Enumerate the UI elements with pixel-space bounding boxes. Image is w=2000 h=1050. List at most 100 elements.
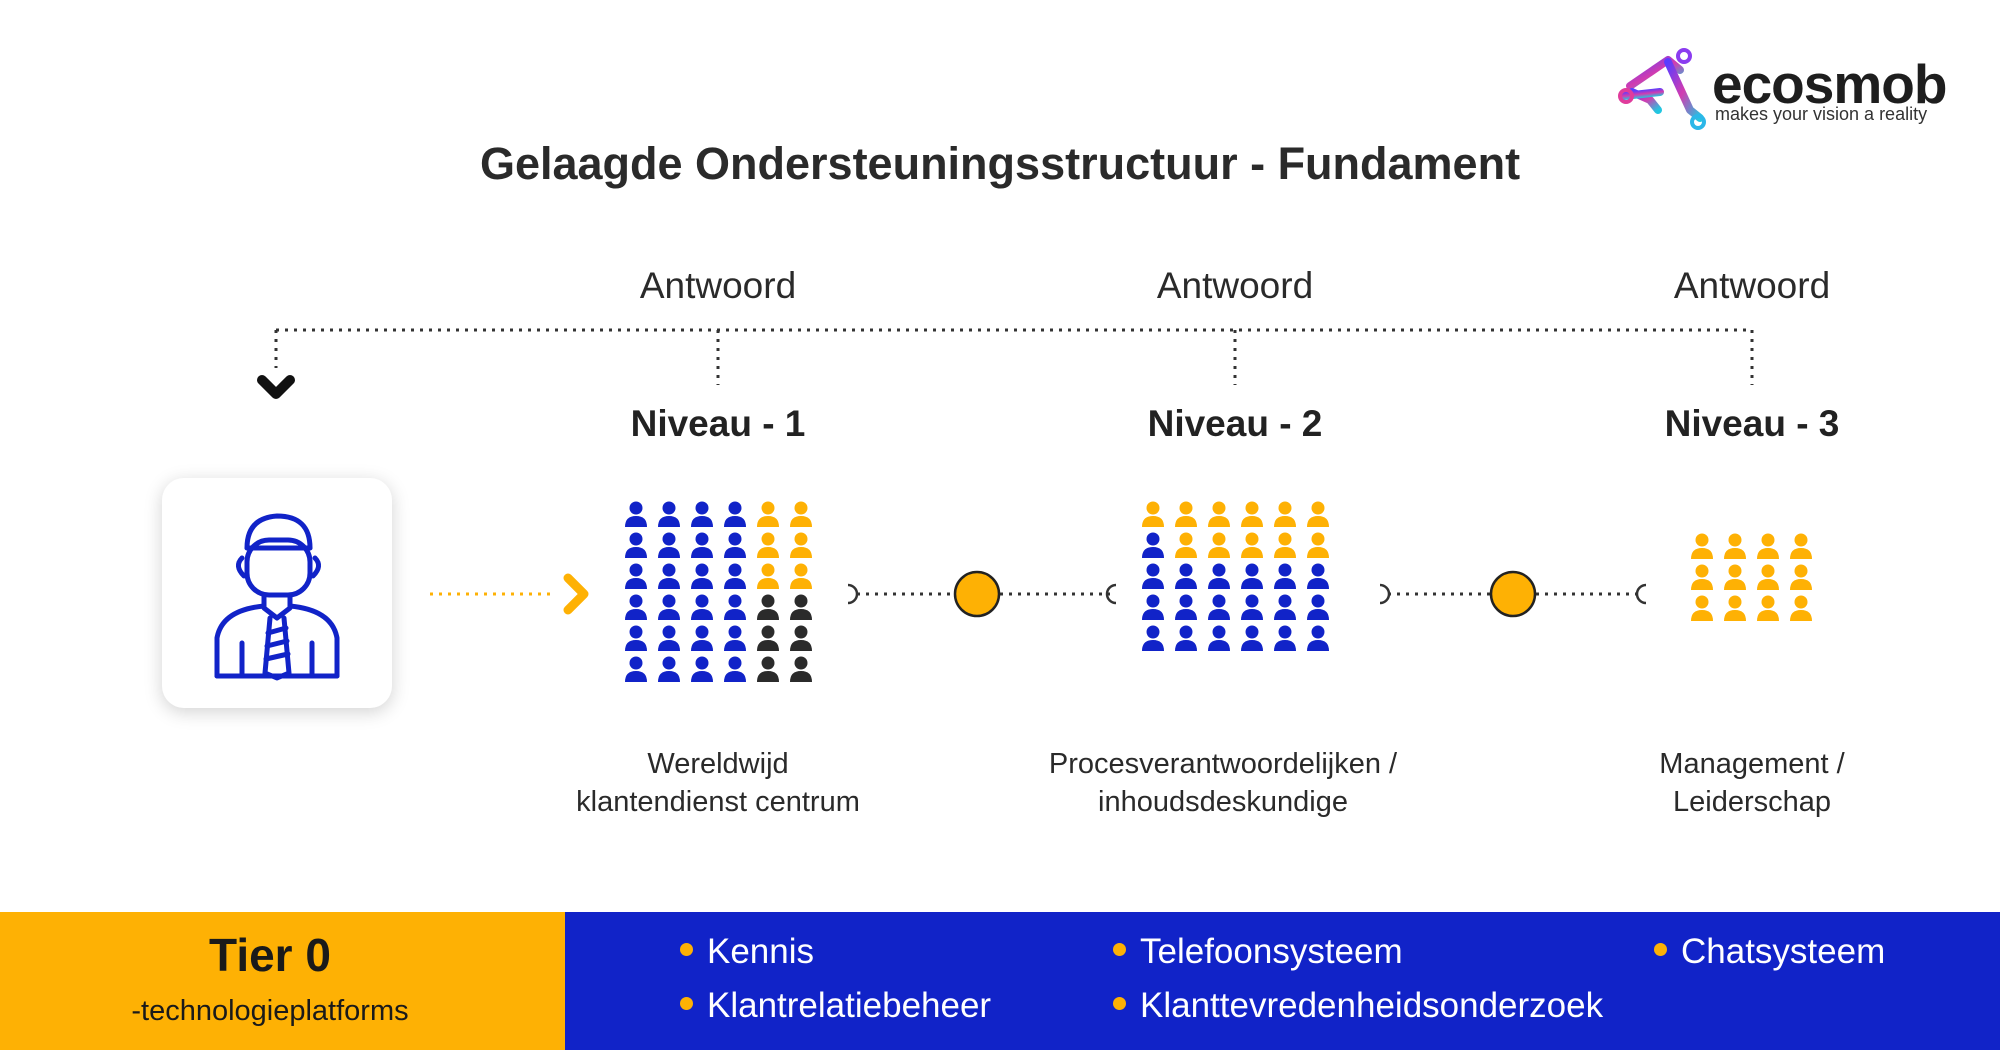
page-title: Gelaagde Ondersteuningsstructuur - Funda… xyxy=(479,138,1521,189)
person-icon xyxy=(757,625,779,651)
level-desc-1-line2: klantendienst centrum xyxy=(576,786,860,818)
bullet-icon xyxy=(1654,943,1667,957)
person-icon xyxy=(757,532,779,558)
person-icon xyxy=(724,501,746,527)
person-icon xyxy=(1274,625,1296,651)
person-icon xyxy=(1175,563,1197,589)
person-icon xyxy=(658,501,680,527)
person-icon xyxy=(1241,594,1263,620)
tier0-panel xyxy=(0,912,565,1050)
answer-label-1: Antwoord xyxy=(639,265,797,306)
person-icon xyxy=(790,563,812,589)
logo-tagline: makes your vision a reality xyxy=(1715,104,1928,124)
person-icon xyxy=(1274,532,1296,558)
person-icon xyxy=(1274,501,1296,527)
person-icon xyxy=(658,594,680,620)
level-title-2: Niveau - 2 xyxy=(1147,403,1323,444)
tech-item-chatsysteem: Chatsysteem xyxy=(1654,932,1885,972)
person-icon xyxy=(1691,533,1713,559)
person-icon xyxy=(1208,501,1230,527)
person-icon xyxy=(691,625,713,651)
tier0-title: Tier 0 xyxy=(209,929,331,981)
person-icon xyxy=(790,532,812,558)
level-title-3: Niveau - 3 xyxy=(1664,403,1840,444)
level-desc-1: Wereldwijd klantendienst centrum xyxy=(518,745,918,821)
bullet-icon xyxy=(680,943,693,957)
person-icon xyxy=(1724,595,1746,621)
person-icon xyxy=(1208,563,1230,589)
person-icon xyxy=(1790,533,1812,559)
person-icon xyxy=(757,563,779,589)
person-icon xyxy=(1307,594,1329,620)
person-icon xyxy=(1175,594,1197,620)
person-icon xyxy=(1274,594,1296,620)
person-icon xyxy=(658,563,680,589)
connector-dot-1 xyxy=(953,570,1001,618)
level-desc-2-line1: Procesverantwoordelijken / xyxy=(1048,748,1398,780)
person-icon xyxy=(1724,533,1746,559)
person-icon xyxy=(1724,564,1746,590)
person-icon xyxy=(625,656,647,682)
person-icon xyxy=(1208,594,1230,620)
level-title-1: Niveau - 1 xyxy=(630,403,806,444)
person-icon xyxy=(691,501,713,527)
person-icon xyxy=(1175,501,1197,527)
level-desc-2-line2: inhoudsdeskundige xyxy=(1098,786,1348,818)
person-icon xyxy=(724,563,746,589)
person-icon xyxy=(724,656,746,682)
person-icon xyxy=(625,563,647,589)
person-icon xyxy=(1241,532,1263,558)
person-icon xyxy=(1241,501,1263,527)
arrow-right-icon xyxy=(563,573,589,615)
level-desc-3: Management / Leiderschap xyxy=(1582,745,1922,821)
person-icon xyxy=(1175,625,1197,651)
person-icon xyxy=(691,563,713,589)
technology-bar xyxy=(565,912,2000,1050)
chevron-down-icon xyxy=(257,375,295,399)
person-icon xyxy=(1142,532,1164,558)
person-icon xyxy=(658,625,680,651)
person-icon xyxy=(757,501,779,527)
connector-dot-2 xyxy=(1489,570,1537,618)
person-icon xyxy=(625,501,647,527)
tech-item-label: Chatsysteem xyxy=(1681,932,1886,971)
tech-item-klantrelatiebeheer: Klantrelatiebeheer xyxy=(680,986,991,1026)
bullet-icon xyxy=(1113,943,1126,957)
person-icon xyxy=(790,625,812,651)
person-icon xyxy=(724,532,746,558)
person-icon xyxy=(1142,625,1164,651)
person-icon xyxy=(1241,563,1263,589)
person-icon xyxy=(1757,564,1779,590)
person-icon xyxy=(1691,564,1713,590)
person-icon xyxy=(757,594,779,620)
customer-card xyxy=(162,478,392,708)
person-icon xyxy=(691,594,713,620)
person-icon xyxy=(1307,532,1329,558)
person-icon xyxy=(1175,532,1197,558)
bullet-icon xyxy=(1113,997,1126,1011)
level-desc-1-line1: Wereldwijd xyxy=(647,748,789,780)
bullet-icon xyxy=(680,997,693,1011)
tech-item-kennis: Kennis xyxy=(680,932,814,972)
answer-label-3: Antwoord xyxy=(1673,265,1831,306)
user-icon xyxy=(214,513,340,681)
person-icon xyxy=(1274,563,1296,589)
logo-name: ecosmob xyxy=(1712,53,1947,115)
person-icon xyxy=(1757,533,1779,559)
person-icon xyxy=(790,501,812,527)
level-desc-2: Procesverantwoordelijken / inhoudsdeskun… xyxy=(1003,745,1443,821)
person-icon xyxy=(658,656,680,682)
tech-item-telefoonsysteem: Telefoonsysteem xyxy=(1113,932,1403,972)
person-icon xyxy=(625,594,647,620)
person-icon xyxy=(625,625,647,651)
person-icon xyxy=(1241,625,1263,651)
tech-item-label: Kennis xyxy=(707,932,815,971)
person-icon xyxy=(724,594,746,620)
person-icon xyxy=(724,625,746,651)
people-group-niveau-2 xyxy=(1142,501,1329,651)
person-icon xyxy=(658,532,680,558)
person-icon xyxy=(691,656,713,682)
person-icon xyxy=(757,656,779,682)
